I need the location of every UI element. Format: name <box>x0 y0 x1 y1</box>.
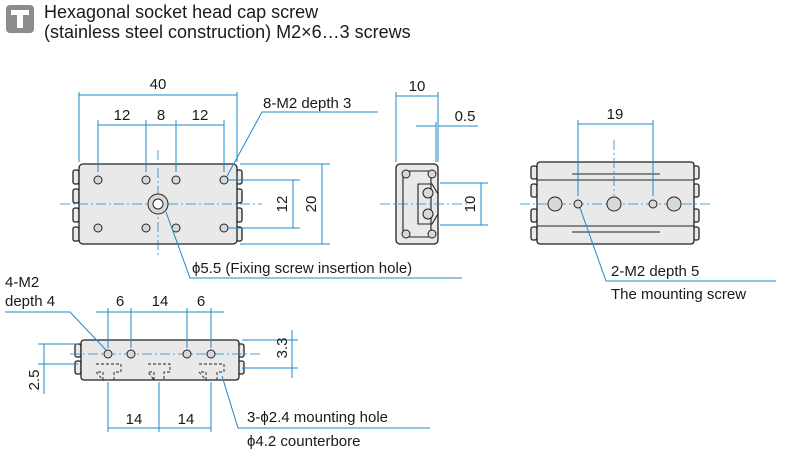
bottom-label-cbore: ϕ4.2 counterbore <box>247 433 360 450</box>
bottom-dim-e: 14 <box>178 411 195 428</box>
side-dim-height: 10 <box>462 196 479 213</box>
bottom-dim-d: 14 <box>126 411 143 428</box>
top-view: 40 12 8 12 12 20 8-M2 depth 3 ϕ5.5 (Fixi… <box>60 76 462 279</box>
bottom-dim-h2: 2.5 <box>26 370 43 391</box>
bottom-label-hole: 3-ϕ2.4 mounting hole <box>247 409 388 426</box>
side-dim-width: 10 <box>409 78 426 95</box>
top-dim-total: 40 <box>150 76 167 93</box>
side-view: 10 0.5 10 <box>380 78 488 245</box>
right-label-tapped: 2-M2 depth 5 <box>611 263 699 280</box>
bottom-label-m2-b: depth 4 <box>5 293 55 310</box>
bottom-view: 6 14 6 4-M2 depth 4 3.3 2.5 14 14 3-ϕ2.4… <box>5 274 430 450</box>
header-line-1: Hexagonal socket head cap screw <box>44 2 319 22</box>
bottom-label-m2-a: 4-M2 <box>5 274 39 291</box>
header-text: Hexagonal socket head cap screw (stainle… <box>44 2 411 42</box>
top-dim-left: 12 <box>114 107 131 124</box>
right-label-screw: The mounting screw <box>611 286 746 303</box>
top-label-fixing: ϕ5.5 (Fixing screw insertion hole) <box>192 260 412 277</box>
top-dim-center: 8 <box>157 107 165 124</box>
bottom-dim-c: 6 <box>197 293 205 310</box>
right-view: 19 2-M2 depth 5 The mounting screw <box>520 106 776 303</box>
top-dim-height: 20 <box>303 196 320 213</box>
bottom-dim-h1: 3.3 <box>274 338 291 359</box>
right-dim-span: 19 <box>607 106 624 123</box>
top-label-tapped: 8-M2 depth 3 <box>263 95 351 112</box>
top-dim-inner-height: 12 <box>274 196 291 213</box>
side-dim-offset: 0.5 <box>455 108 476 125</box>
header-line-2: (stainless steel construction) M2×6…3 sc… <box>44 22 411 42</box>
bottom-dim-b: 14 <box>152 293 169 310</box>
top-dim-right: 12 <box>192 107 209 124</box>
bottom-dim-a: 6 <box>116 293 124 310</box>
screw-type-icon <box>6 5 34 33</box>
